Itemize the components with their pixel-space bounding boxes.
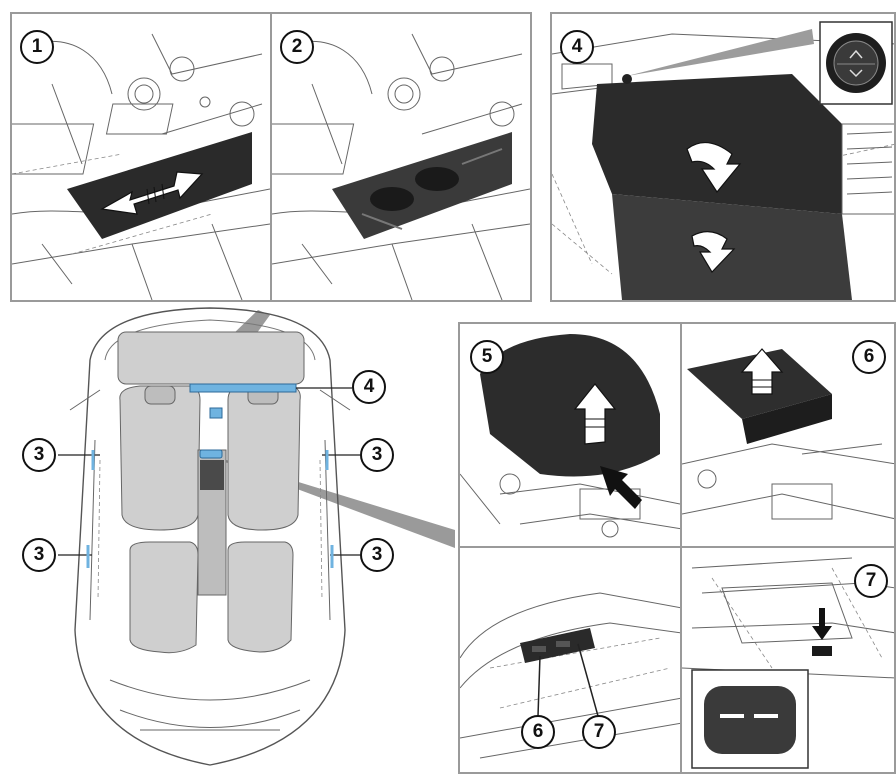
panel-7-drawing (682, 557, 894, 769)
panel-2-open-storage: 2 (270, 12, 532, 302)
callout-5: 5 (470, 340, 504, 374)
panel-7-usb: 7 (680, 546, 896, 774)
panel-5-armrest: 5 (458, 322, 682, 548)
callout-1: 1 (20, 30, 54, 64)
double-arrow-icon (100, 171, 204, 215)
callout-overview-3-front-right: 3 (360, 438, 394, 472)
panel-5-drawing (460, 334, 680, 538)
callout-overview-3-rear-right: 3 (360, 538, 394, 572)
lift-up-arrow-icon (740, 348, 784, 395)
callout-2: 2 (280, 30, 314, 64)
callout-7-socket: 7 (582, 715, 616, 749)
dashboard (117, 331, 305, 385)
panel-2-drawing (272, 33, 530, 300)
glovebox-highlight (189, 383, 297, 393)
armrest-lid (480, 334, 660, 477)
press-arrow-icon (600, 466, 642, 509)
panel-4-glovebox: 4 (550, 12, 896, 302)
panel-1-drawing (12, 33, 270, 300)
callout-7: 7 (854, 564, 888, 598)
front-storage-highlight (209, 407, 223, 419)
fold-down-arrow-icon (686, 142, 742, 273)
rear-seats (129, 541, 294, 654)
callout-6-socket: 6 (521, 715, 555, 749)
car-body-outline (74, 307, 346, 766)
panel-4-drawing (552, 21, 894, 300)
panel-connectors-drawing (460, 592, 680, 759)
usb-port (812, 646, 832, 656)
sliding-cover (67, 132, 252, 239)
callout-overview-4: 4 (352, 370, 386, 404)
lift-up-arrow-icon (573, 383, 617, 445)
inset-pointer (627, 29, 814, 76)
callout-overview-3-front-left: 3 (22, 438, 56, 472)
panel-1-sliding-cover: 1 (10, 12, 272, 302)
armrest-highlight (199, 449, 223, 459)
callout-6: 6 (852, 340, 886, 374)
connector-icon (704, 686, 796, 754)
front-seats (119, 385, 301, 531)
callout-overview-3-rear-left: 3 (22, 538, 56, 572)
glovebox-lid (592, 74, 842, 214)
panel-6-drawing (682, 348, 894, 520)
press-arrow-icon (812, 608, 832, 640)
callout-4: 4 (560, 30, 594, 64)
panel-connectors: 6 7 (458, 546, 682, 774)
vehicle-overview (58, 307, 455, 766)
panel-6-tray: 6 (680, 322, 896, 548)
up-down-switch-icon (819, 21, 893, 105)
